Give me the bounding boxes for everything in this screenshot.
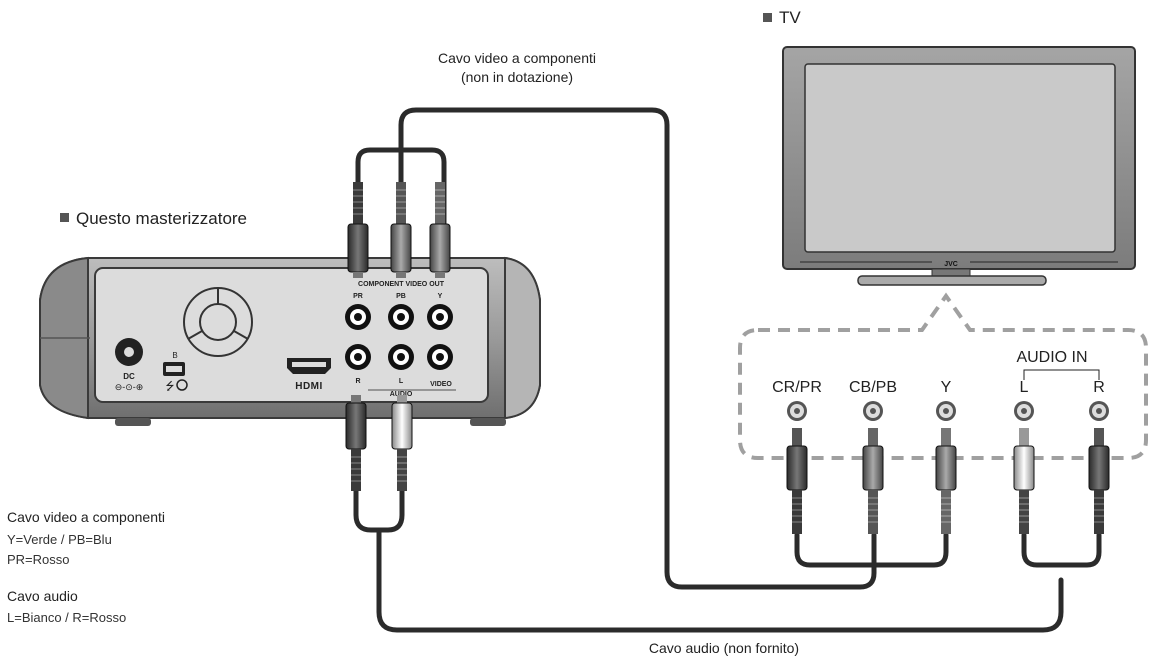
video-label: VIDEO [430,381,452,388]
audio-in-label: AUDIO IN [1016,349,1087,366]
plug-recorder-audio-r [345,395,367,491]
rec-jack-video [427,344,453,370]
audio-in-bracket [1023,369,1100,380]
pb-label: PB [396,293,406,300]
rec-jack-audio-l [388,344,414,370]
hdmi-label: HDMI [295,381,323,392]
recorder: DC ⊖-⊙-⊕ B ⭍ HDMI COMPONENT VIDEO OUT PR… [39,256,541,426]
hdmi-port [287,358,331,374]
rec-jack-pr [345,304,371,330]
tv-jack-r [1089,401,1109,421]
plug-recorder-audio-l [391,395,413,491]
pr-label: PR [353,293,363,300]
usb-button [176,379,188,391]
legend-component-title: Cavo video a componenti [7,509,165,525]
plug-recorder-pb [390,182,412,278]
tv-jack-cr-pr [787,401,807,421]
rec-jack-y [427,304,453,330]
y-label: Y [438,293,443,300]
l-label: L [399,378,404,385]
tv-bullet-icon [763,13,772,22]
component-video-cable [355,107,949,590]
legend-component-line1: Y=Verde / PB=Blu [7,532,112,547]
component-video-out-label: COMPONENT VIDEO OUT [358,281,445,288]
tv-r-label: R [1093,379,1105,396]
tv-screen [804,63,1116,253]
dc-jack [115,338,143,366]
rec-jack-audio-r [345,344,371,370]
plug-recorder-pr [347,182,369,278]
audio-cable-caption: Cavo audio (non fornito) [649,640,799,656]
legend-audio-title: Cavo audio [7,588,78,604]
tv-brand-logo: JVC [944,261,958,268]
plug-tv-cr-pr [786,428,808,534]
usb-icon: ⭍ [165,380,174,393]
tv-cb-pb-label: CB/PB [849,379,897,396]
tv-l-label: L [1020,379,1029,396]
tv-cr-pr-label: CR/PR [772,379,822,396]
recorder-title: Questo masterizzatore [76,209,247,228]
legend-component-line2: PR=Rosso [7,552,70,567]
legend-audio-line1: L=Bianco / R=Rosso [7,610,126,625]
fan-icon [183,287,253,357]
audio-cable [353,487,1102,633]
plug-tv-audio-l [1013,428,1035,534]
plug-recorder-y [429,182,451,278]
rec-jack-pb [388,304,414,330]
plug-tv-cb-pb [862,428,884,534]
audio-label: AUDIO [390,391,413,398]
plug-tv-audio-r [1088,428,1110,534]
dc-polarity-icon: ⊖-⊙-⊕ [115,382,144,392]
tv-jack-l [1014,401,1034,421]
tv-jack-cb-pb [863,401,883,421]
recorder-bullet-icon [60,213,69,222]
tv-jack-y [936,401,956,421]
tv-title: TV [779,8,801,27]
dc-label: DC [123,372,135,381]
r-label: R [355,378,360,385]
component-cable-caption-line1: Cavo video a componenti [438,50,596,66]
usb-b-label: B [172,351,177,360]
usb-port [163,362,185,376]
component-cable-caption-line2: (non in dotazione) [461,69,573,85]
tv-y-label: Y [941,379,952,396]
plug-tv-y [935,428,957,534]
tv: JVC [782,46,1136,286]
tv-jack-panel-callout [738,292,1148,460]
